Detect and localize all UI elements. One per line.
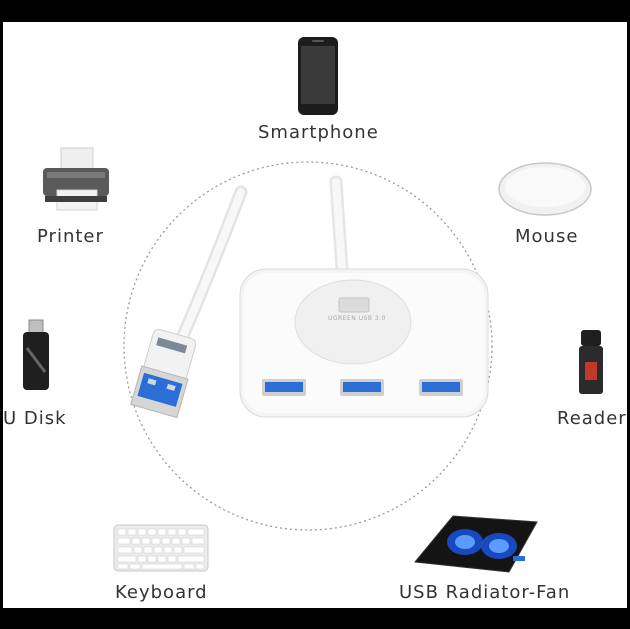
keyboard-icon [113, 524, 209, 572]
product-panel: UGREEN USB 3.0 Smartphone Printer Mouse [3, 22, 627, 608]
label-mouse: Mouse [515, 226, 579, 247]
reader-icon [579, 330, 603, 394]
label-udisk: U Disk [3, 408, 67, 429]
hub-port-3 [419, 379, 463, 396]
hub-top-port-ring [294, 279, 412, 365]
label-keyboard: Keyboard [115, 582, 208, 603]
hub-brand-text: UGREEN USB 3.0 [328, 315, 386, 322]
label-smartphone: Smartphone [258, 122, 379, 143]
printer-icon [43, 147, 109, 211]
label-printer: Printer [37, 226, 104, 247]
smartphone-icon [298, 37, 338, 115]
mouse-icon [498, 162, 592, 216]
label-reader: Reader [557, 408, 627, 429]
hub-port-1 [262, 379, 306, 396]
connection-circle [123, 161, 493, 531]
usb-hub-illustration [123, 161, 493, 531]
radiator-fan-icon [414, 515, 538, 573]
label-radiator-fan: USB Radiator-Fan [399, 582, 571, 603]
usb-plug-icon [130, 328, 197, 419]
hub-port-2 [340, 379, 384, 396]
hub-top-port [338, 297, 370, 313]
udisk-icon [23, 319, 49, 390]
